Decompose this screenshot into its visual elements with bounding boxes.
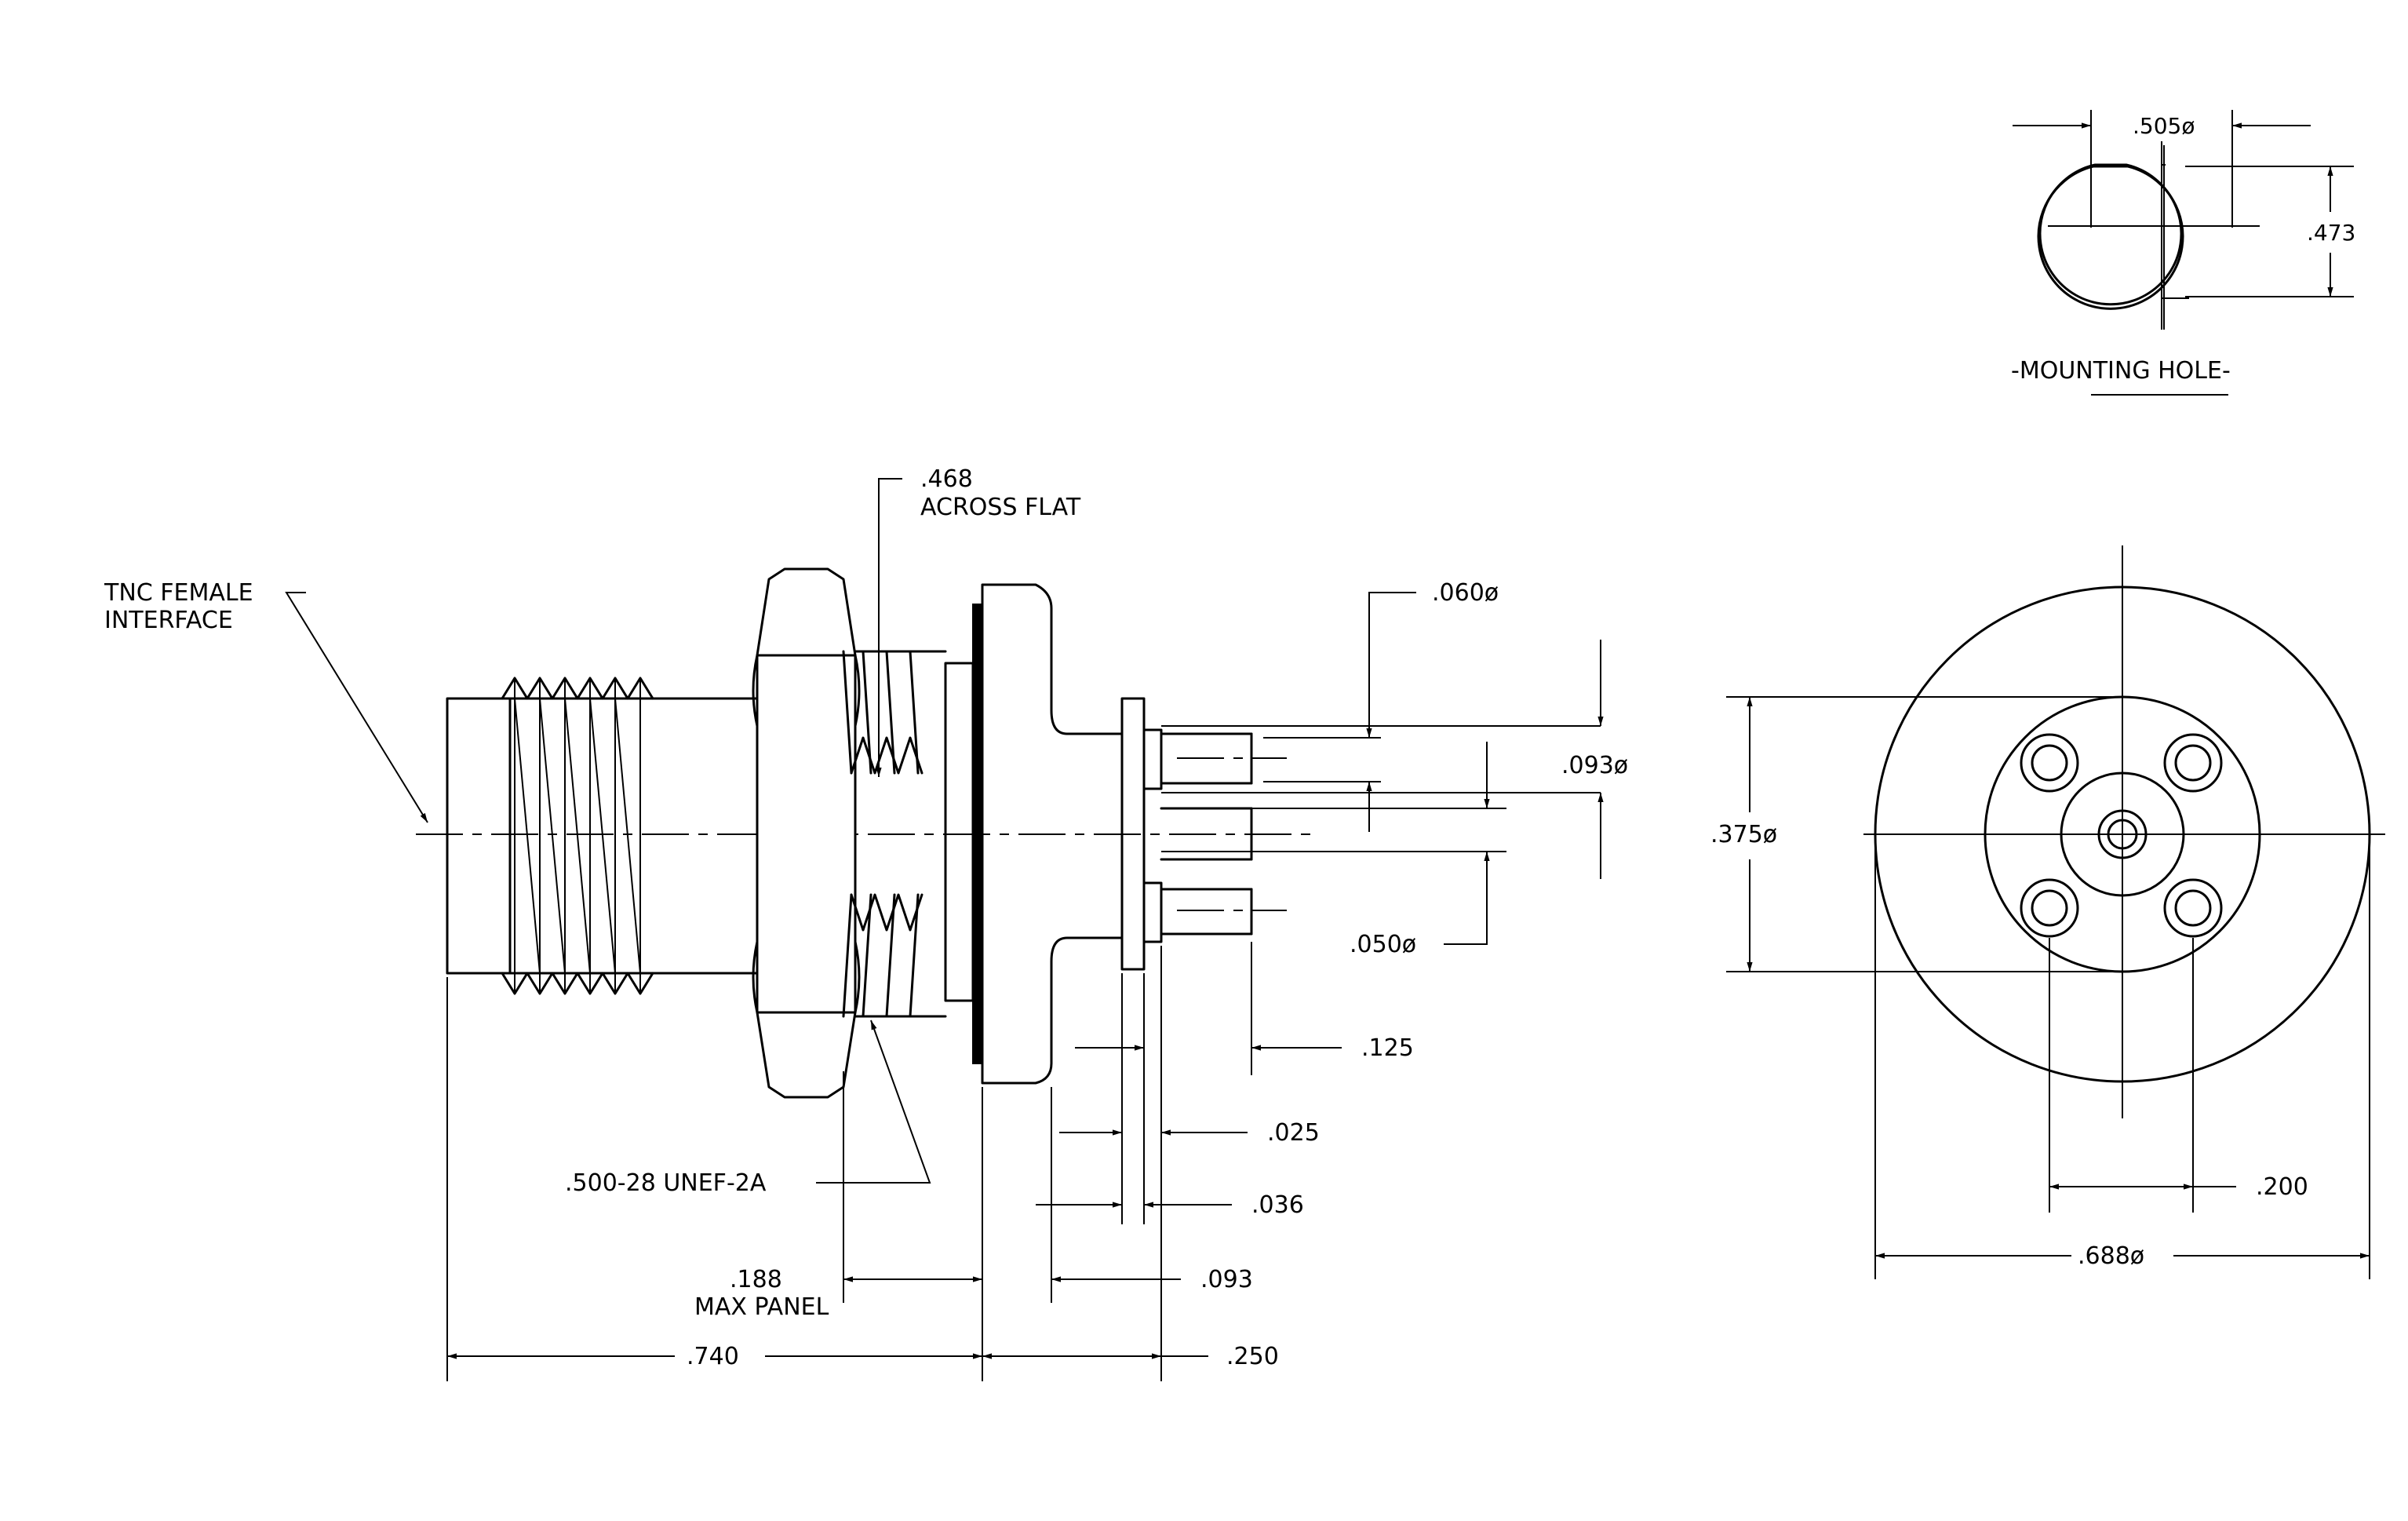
- pin-dia-label: .060ø: [1432, 579, 1499, 607]
- interface-label-line2: INTERFACE: [104, 607, 233, 634]
- flange-dia-label: .688ø: [2078, 1242, 2144, 1270]
- across-flat-text: ACROSS FLAT: [920, 494, 1081, 521]
- interface-label-line1: TNC FEMALE: [104, 579, 253, 607]
- side-view-dimensions: TNC FEMALE INTERFACE .468 ACROSS FLAT .5…: [104, 465, 1628, 1381]
- overall-length-label: .740: [687, 1343, 739, 1370]
- hole-spacing-label: .200: [2256, 1173, 2308, 1201]
- pin-length-label: .125: [1361, 1034, 1414, 1062]
- rear-length-label: .250: [1226, 1343, 1279, 1370]
- mounting-hole-dimensions: .505ø .473 -MOUNTING HOLE-: [2011, 110, 2355, 396]
- max-panel-text: MAX PANEL: [694, 1293, 829, 1321]
- end-view-dimensions: .375ø .200 .688ø: [1710, 696, 2370, 1279]
- mount-flat-label: .473: [2307, 220, 2355, 246]
- pin-spacing-label: .093ø: [1561, 752, 1628, 779]
- hex-nut: [752, 567, 861, 1099]
- mount-width-label: .505ø: [2133, 113, 2195, 139]
- end-view: [1863, 545, 2385, 1118]
- across-flat-dim: .468: [920, 465, 973, 493]
- dim-093-label: .093: [1200, 1266, 1253, 1293]
- dim-036-label: .036: [1251, 1191, 1304, 1219]
- mounting-hole-shape: [2037, 141, 2260, 330]
- post-dia-label: .050ø: [1350, 931, 1416, 958]
- mounting-hole-title: -MOUNTING HOLE-: [2011, 357, 2231, 385]
- thread-spec-label: .500-28 UNEF-2A: [565, 1169, 767, 1197]
- coupling-thread: [501, 677, 755, 995]
- max-panel-dim: .188: [730, 1266, 782, 1293]
- side-view: [416, 567, 1601, 1099]
- dim-025-label: .025: [1267, 1119, 1320, 1147]
- rear-pins: [1142, 728, 1287, 943]
- mounting-thread: [842, 650, 947, 1018]
- mounting-hole-view: [2038, 145, 2260, 330]
- inner-dia-label: .375ø: [1710, 821, 1777, 848]
